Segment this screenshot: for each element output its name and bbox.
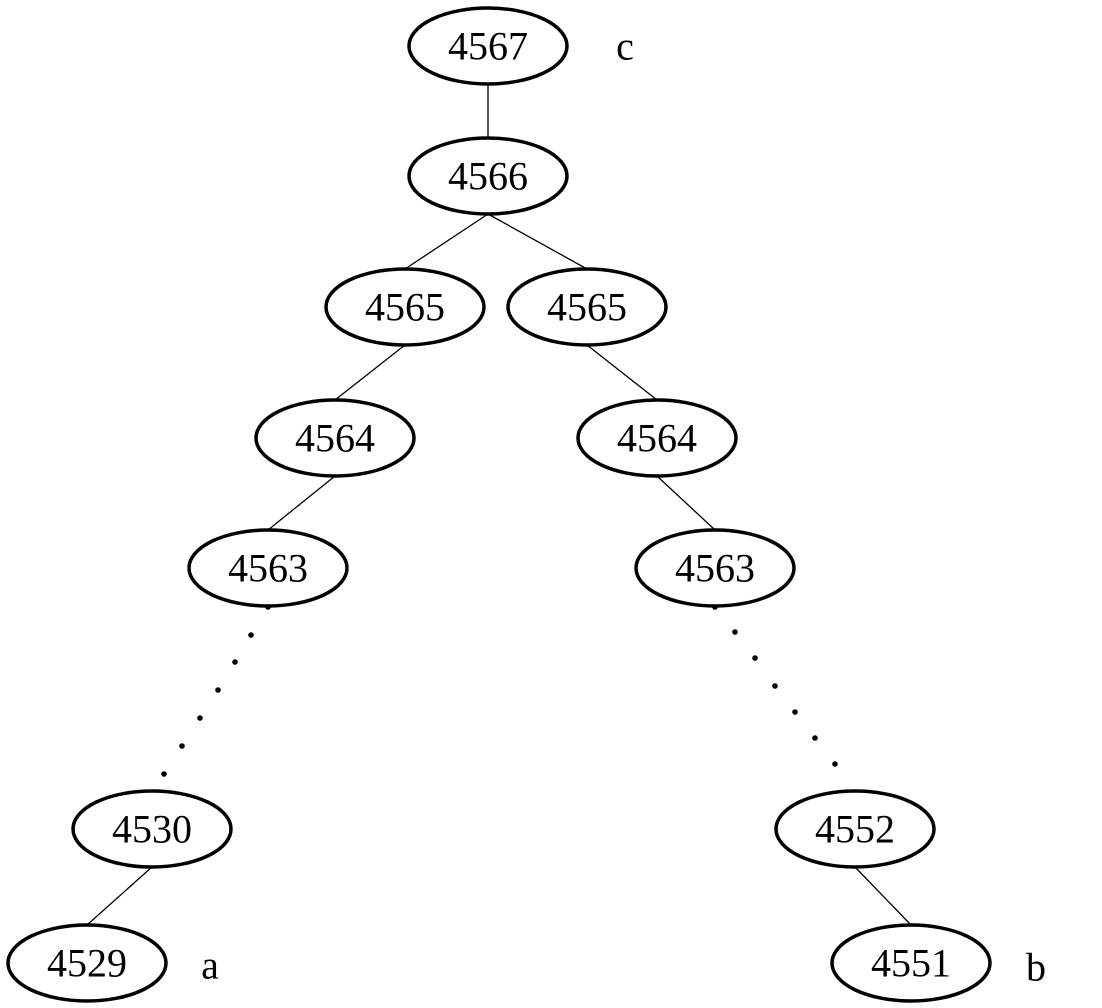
node-ellipse: [830, 923, 992, 1003]
tree-node-n12: 4551: [830, 923, 992, 1003]
node-ellipse: [71, 789, 233, 869]
elision-dot-n7-n9-6: [161, 771, 167, 777]
nodes-layer: 4567 4566 4565 4565 4564 4564 4563 4563 4530 4529…: [6, 6, 992, 1003]
elision-dot-n7-n9-1: [248, 632, 254, 638]
node-label: 4566: [448, 154, 528, 199]
tree-node-n6: 4564: [576, 398, 738, 478]
node-label: 4552: [815, 807, 895, 852]
node-label: 4564: [295, 416, 375, 461]
tree-node-n9: 4530: [71, 789, 233, 869]
tree-node-n7: 4563: [187, 528, 349, 608]
node-label: 4565: [365, 285, 445, 330]
elision-dot-n8-n11-2: [752, 655, 758, 661]
node-ellipse: [774, 789, 936, 869]
node-ellipse: [254, 398, 416, 478]
elision-dot-n8-n11-5: [812, 735, 818, 741]
edges-layer: [86, 84, 912, 926]
tree-node-n4: 4565: [506, 267, 668, 347]
node-ellipse: [407, 136, 569, 216]
node-label: 4565: [547, 285, 627, 330]
node-ellipse: [634, 528, 796, 608]
node-ellipse: [407, 6, 569, 86]
elision-dot-n7-n9-5: [179, 743, 185, 749]
edge-n6-n8: [656, 475, 716, 531]
elision-dot-n7-n9-4: [197, 715, 203, 721]
node-label: 4530: [112, 807, 192, 852]
edge-n5-n7: [267, 475, 336, 531]
tree-node-n3: 4565: [324, 267, 486, 347]
tree-node-n10: 4529: [6, 923, 168, 1003]
elision-dot-n8-n11-1: [732, 629, 738, 635]
node-label: 4563: [675, 546, 755, 591]
node-label: 4529: [47, 941, 127, 986]
node-ellipse: [187, 528, 349, 608]
elision-dot-n8-n11-6: [832, 761, 838, 767]
tree-node-n1: 4567: [407, 6, 569, 86]
tag-label-b: b: [1026, 945, 1046, 990]
node-ellipse: [324, 267, 486, 347]
elision-dot-n8-n11-4: [792, 709, 798, 715]
tag-label-a: a: [201, 943, 219, 988]
node-ellipse: [6, 923, 168, 1003]
node-label: 4567: [448, 24, 528, 69]
node-label: 4551: [871, 941, 951, 986]
edge-n11-n12: [854, 866, 912, 926]
node-label: 4564: [617, 416, 697, 461]
tree-node-n11: 4552: [774, 789, 936, 869]
tree-node-n5: 4564: [254, 398, 416, 478]
elision-dot-n8-n11-3: [772, 683, 778, 689]
node-ellipse: [576, 398, 738, 478]
tree-node-n2: 4566: [407, 136, 569, 216]
node-ellipse: [506, 267, 668, 347]
elision-dot-n7-n9-3: [215, 687, 221, 693]
edge-n4-n6: [586, 344, 658, 401]
edge-n3-n5: [334, 344, 406, 401]
tags-layer: c a b: [201, 24, 1046, 990]
edge-n2-n4: [487, 213, 588, 270]
edge-n2-n3: [404, 213, 489, 270]
tree-node-n8: 4563: [634, 528, 796, 608]
elision-dots-layer: [161, 604, 858, 795]
elision-dot-n7-n9-2: [232, 659, 238, 665]
tag-label-c: c: [616, 24, 634, 69]
edge-n9-n10: [86, 866, 153, 926]
node-label: 4563: [228, 546, 308, 591]
